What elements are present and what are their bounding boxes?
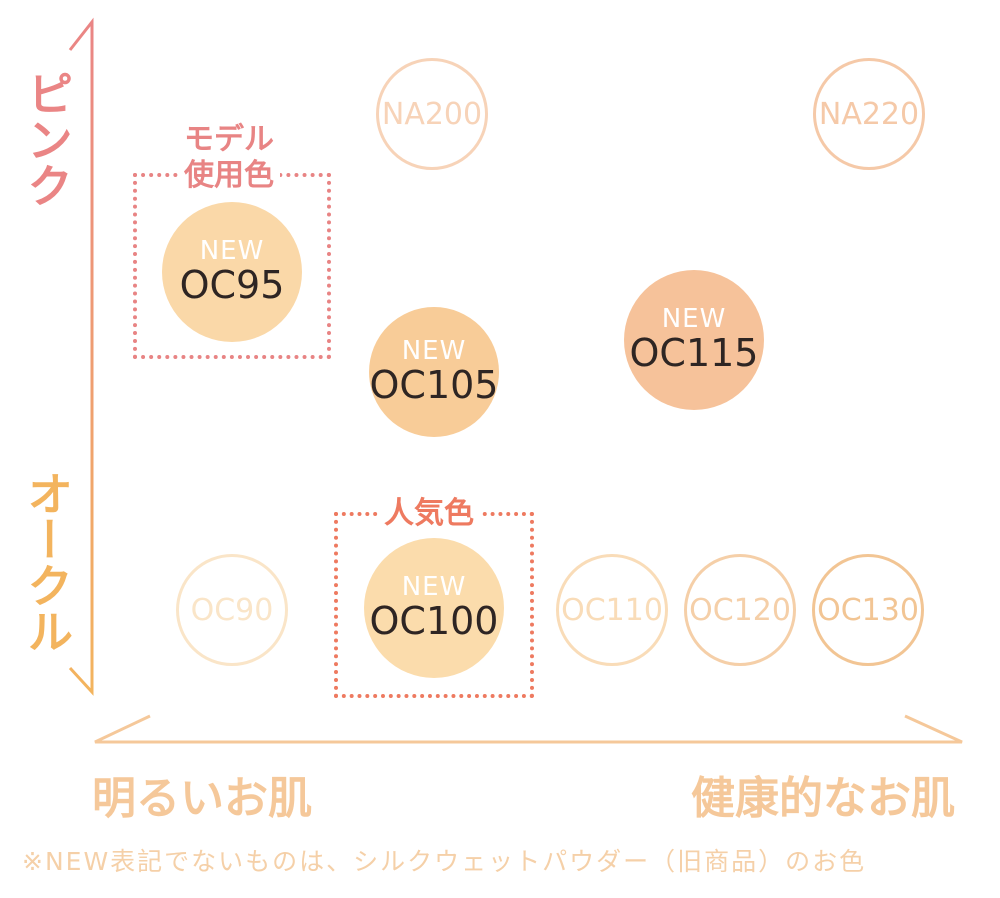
shade-code: NA200 xyxy=(381,96,483,132)
shade-code: OC110 xyxy=(561,592,663,628)
shade-na220: NA220 xyxy=(813,58,925,170)
x-axis-line xyxy=(94,714,963,744)
shade-oc120: OC120 xyxy=(684,554,796,666)
shade-code: OC90 xyxy=(190,592,274,628)
model-shade-label-line1: モデル xyxy=(184,122,274,157)
y-axis-label-ochre: オークル xyxy=(20,470,74,654)
shade-na200: NA200 xyxy=(376,58,488,170)
y-axis-label-pink: ピンク xyxy=(20,70,74,208)
shade-code: OC105 xyxy=(369,363,499,408)
x-axis-label-light: 明るいお肌 xyxy=(92,773,312,824)
shade-oc130: OC130 xyxy=(812,554,924,666)
shade-new-label: NEW xyxy=(401,571,467,602)
shade-code: OC130 xyxy=(817,592,919,628)
shade-new-label: NEW xyxy=(199,235,265,266)
popular-shade-label: 人気色 xyxy=(378,496,480,532)
model-shade-label: モデル 使用色 xyxy=(178,122,280,194)
shade-new-label: NEW xyxy=(401,335,467,366)
shade-oc110: OC110 xyxy=(556,554,668,666)
shade-code: OC95 xyxy=(179,263,285,308)
shade-code: OC120 xyxy=(689,592,791,628)
footnote: ※NEW表記でないものは、シルクウェットパウダー（旧商品）のお色 xyxy=(22,847,867,876)
model-shade-label-line2: 使用色 xyxy=(184,158,274,193)
shade-code: OC115 xyxy=(629,331,759,376)
shade-code: OC100 xyxy=(369,599,499,644)
shade-code: NA220 xyxy=(818,96,920,132)
shade-new-label: NEW xyxy=(661,303,727,334)
x-axis-label-healthy: 健康的なお肌 xyxy=(691,773,955,824)
shade-oc90: OC90 xyxy=(176,554,288,666)
y-axis-line xyxy=(68,17,94,696)
